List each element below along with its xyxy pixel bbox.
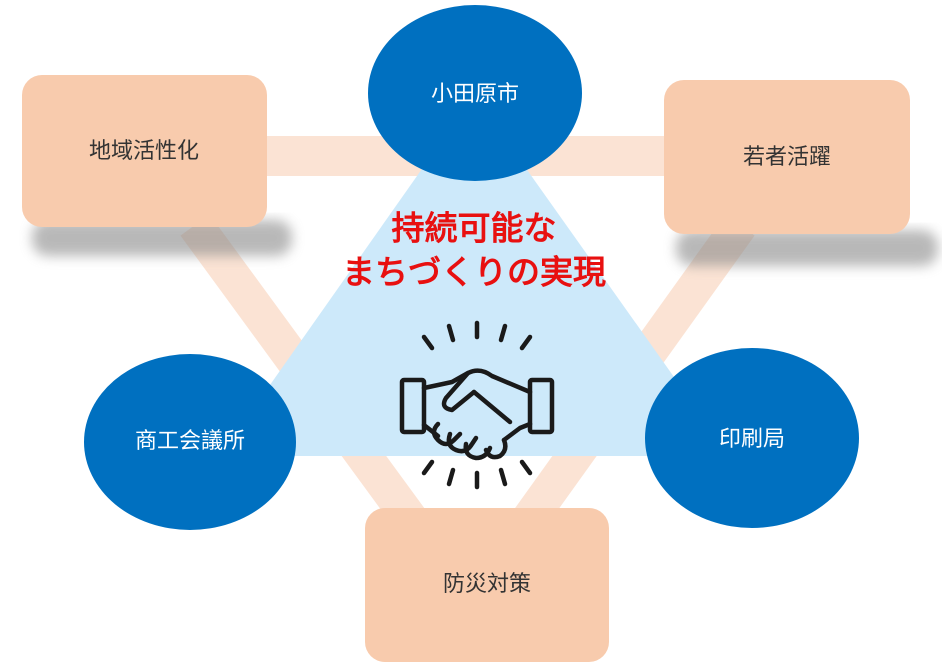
box-top-left [22,75,267,227]
box-top-left-label: 地域活性化 [89,139,199,164]
central-triangle [220,95,730,456]
top-right-box-shadow [676,230,938,266]
circle-right [645,348,859,528]
circle-top-label: 小田原市 [431,82,519,107]
headline-line-1: 持続可能な [392,209,557,248]
box-top-right [664,80,910,234]
circle-left [84,354,296,530]
handshake-icon [399,320,555,490]
box-bottom [365,508,609,662]
circle-left-label: 商工会議所 [135,429,245,454]
circle-right-label: 印刷局 [719,427,785,452]
box-top-right-label: 若者活躍 [743,145,831,170]
top-left-box-shadow [32,220,292,256]
circle-top [368,5,582,181]
box-bottom-label: 防災対策 [443,572,531,597]
headline-line-2: まちづくりの実現 [342,253,606,292]
